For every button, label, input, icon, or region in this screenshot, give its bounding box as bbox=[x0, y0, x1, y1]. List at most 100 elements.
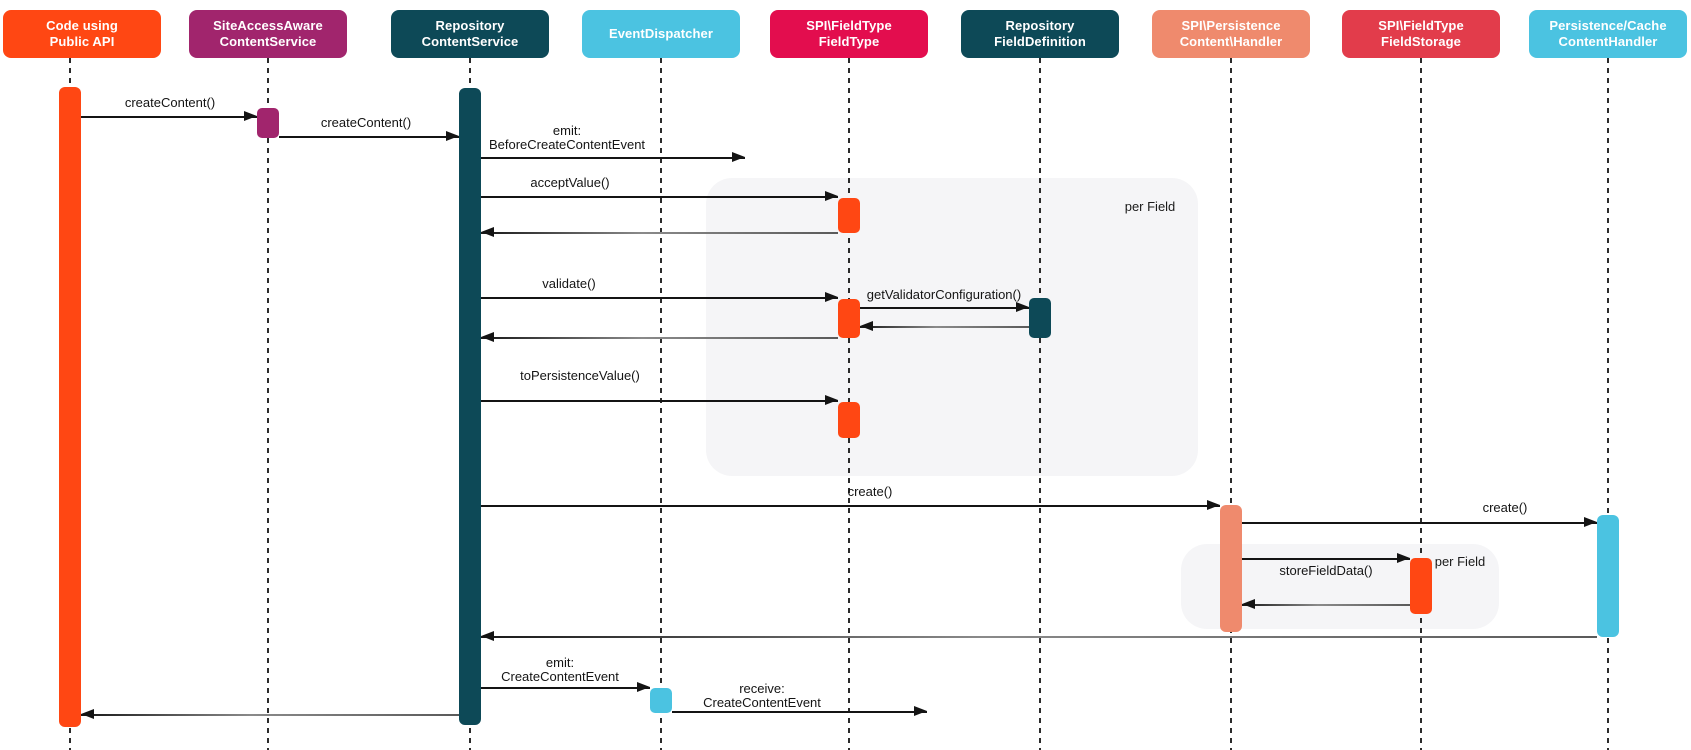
text-line: emit: bbox=[545, 655, 575, 670]
message-call-line bbox=[481, 157, 745, 159]
message-return-line bbox=[860, 326, 1029, 328]
text-line: CreateContentEvent bbox=[703, 695, 821, 710]
text-line: Content\Handler bbox=[1179, 34, 1283, 49]
text-line: toPersistenceValue() bbox=[520, 368, 640, 383]
text-line: SPI\FieldType bbox=[806, 18, 892, 33]
message-label: storeFieldData() bbox=[1279, 564, 1372, 578]
text-line: FieldStorage bbox=[1381, 34, 1461, 49]
activation-bar-persistence-cache-contenthandler bbox=[1597, 515, 1619, 637]
activation-bar-repository-fielddefinition bbox=[1029, 298, 1051, 338]
message-return-line bbox=[1242, 604, 1410, 606]
message-call-line bbox=[860, 307, 1029, 309]
lifeline-spi-persistence-content-handler bbox=[1230, 58, 1232, 750]
text-line: receive: bbox=[739, 681, 785, 696]
message-call-line bbox=[481, 297, 838, 299]
message-call-line bbox=[481, 505, 1220, 507]
text-line: create() bbox=[1482, 500, 1528, 515]
text-line: FieldDefinition bbox=[994, 34, 1086, 49]
activation-bar-siteaccessaware-contentservice bbox=[257, 108, 279, 138]
text-line: create() bbox=[847, 484, 893, 499]
lifeline-eventdispatcher bbox=[660, 58, 662, 750]
lifeline-spi-fieldtype-fieldstorage bbox=[1420, 58, 1422, 750]
message-label: toPersistenceValue() bbox=[520, 369, 640, 383]
text-line: SiteAccessAware bbox=[213, 18, 323, 33]
message-call-line bbox=[1242, 558, 1410, 560]
activation-bar-spi-persistence-content-handler bbox=[1220, 505, 1242, 632]
arrowhead-right-icon bbox=[732, 152, 745, 162]
text-line: BeforeCreateContentEvent bbox=[488, 137, 646, 152]
message-call-line bbox=[672, 711, 927, 713]
activation-bar-repository-contentservice bbox=[459, 88, 481, 725]
arrowhead-right-icon bbox=[1207, 500, 1220, 510]
arrowhead-left-icon bbox=[481, 631, 494, 641]
arrowhead-right-icon bbox=[244, 111, 257, 121]
activation-bar-eventdispatcher bbox=[650, 688, 672, 713]
group-label: per Field bbox=[1434, 554, 1486, 569]
text-line: createContent() bbox=[320, 115, 412, 130]
message-label: receive:CreateContentEvent bbox=[703, 682, 821, 710]
arrowhead-left-icon bbox=[860, 321, 873, 331]
text-line: acceptValue() bbox=[530, 175, 610, 190]
arrowhead-right-icon bbox=[914, 706, 927, 716]
lifeline-repository-fielddefinition bbox=[1039, 58, 1041, 750]
activation-bar-spi-fieldtype-fieldtype bbox=[838, 198, 860, 233]
text-line: FieldType bbox=[818, 34, 880, 49]
text-line: emit: bbox=[552, 123, 582, 138]
arrowhead-left-icon bbox=[1242, 599, 1255, 609]
lifeline-persistence-cache-contenthandler bbox=[1607, 58, 1609, 750]
message-label: create() bbox=[848, 485, 893, 499]
text-line: createContent() bbox=[124, 95, 216, 110]
message-label: createContent() bbox=[125, 96, 215, 110]
text-line: ContentHandler bbox=[1558, 34, 1658, 49]
message-label: validate() bbox=[542, 277, 595, 291]
text-line: validate() bbox=[542, 276, 596, 291]
lifeline-siteaccessaware-contentservice bbox=[267, 58, 269, 750]
arrowhead-right-icon bbox=[825, 292, 838, 302]
message-label: create() bbox=[1483, 501, 1528, 515]
message-return-line bbox=[81, 714, 459, 716]
group-label: per Field bbox=[1124, 199, 1176, 214]
arrowhead-left-icon bbox=[81, 709, 94, 719]
arrowhead-left-icon bbox=[481, 227, 494, 237]
activation-bar-spi-fieldtype-fieldtype bbox=[838, 402, 860, 438]
message-label: createContent() bbox=[321, 116, 411, 130]
text-line: getValidatorConfiguration() bbox=[866, 287, 1022, 302]
text-line: storeFieldData() bbox=[1279, 563, 1373, 578]
arrowhead-right-icon bbox=[825, 191, 838, 201]
text-line: Code using bbox=[46, 18, 118, 33]
arrowhead-right-icon bbox=[446, 131, 459, 141]
activation-bar-spi-fieldtype-fieldtype bbox=[838, 299, 860, 338]
activation-bar-code-using-public-api bbox=[59, 87, 81, 727]
message-label: getValidatorConfiguration() bbox=[867, 288, 1021, 302]
activation-bar-spi-fieldtype-fieldstorage bbox=[1410, 558, 1432, 614]
text-line: ContentService bbox=[421, 34, 519, 49]
message-return-line bbox=[481, 337, 838, 339]
text-line: ContentService bbox=[219, 34, 317, 49]
text-line: EventDispatcher bbox=[608, 26, 714, 41]
message-call-line bbox=[481, 400, 838, 402]
arrowhead-right-icon bbox=[1397, 553, 1410, 563]
message-label: emit:BeforeCreateContentEvent bbox=[489, 124, 645, 152]
message-return-line bbox=[481, 636, 1597, 638]
message-call-line bbox=[481, 687, 650, 689]
message-call-line bbox=[1242, 522, 1597, 524]
text-line: Repository bbox=[435, 18, 505, 33]
text-line: SPI\Persistence bbox=[1181, 18, 1281, 33]
text-line: Persistence/Cache bbox=[1549, 18, 1667, 33]
arrowhead-left-icon bbox=[481, 332, 494, 342]
message-call-line bbox=[81, 116, 257, 118]
message-call-line bbox=[279, 136, 459, 138]
arrowhead-right-icon bbox=[825, 395, 838, 405]
actor-header-eventdispatcher: EventDispatcher bbox=[582, 10, 740, 58]
arrowhead-right-icon bbox=[637, 682, 650, 692]
text-line: SPI\FieldType bbox=[1378, 18, 1464, 33]
text-line: CreateContentEvent bbox=[501, 669, 619, 684]
message-call-line bbox=[481, 196, 838, 198]
